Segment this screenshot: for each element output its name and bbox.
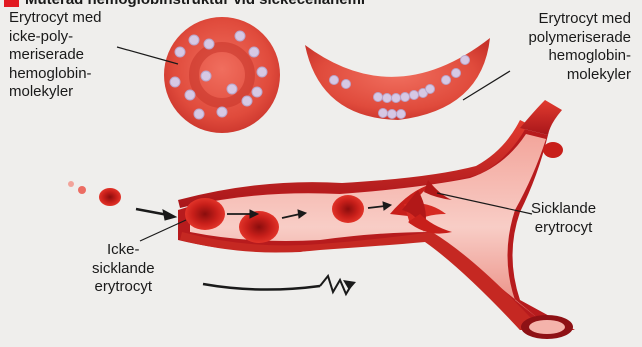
label-line: Erytrocyt med: [9, 9, 102, 28]
label-line: erytrocyt: [531, 219, 596, 238]
label-line: sicklande: [92, 260, 155, 279]
label-line: Icke-: [92, 241, 155, 260]
label-non-sickling: Icke- sicklande erytrocyt: [92, 241, 155, 297]
label-line: Sicklande: [531, 200, 596, 219]
label-line: hemoglobin-: [528, 47, 631, 66]
floating-cells: [68, 181, 121, 206]
label-line: erytrocyt: [92, 278, 155, 297]
label-line: hemoglobin-: [9, 65, 102, 84]
label-line: Erytrocyt med: [528, 10, 631, 29]
blood-vessel: [178, 100, 575, 339]
blocked-flow-arrow: [203, 276, 356, 294]
label-sickle-erythrocyte: Erytrocyt med polymeriserade hemoglobin-…: [528, 10, 631, 84]
label-normal-erythrocyte: Erytrocyt med icke-poly- meriserade hemo…: [9, 9, 102, 102]
label-sickling: Sicklande erytrocyt: [531, 200, 596, 237]
sickle-erythrocyte: [305, 38, 490, 120]
label-line: polymeriserade: [528, 29, 631, 48]
label-line: icke-poly-: [9, 28, 102, 47]
normal-erythrocyte: [164, 17, 280, 133]
label-line: molekyler: [528, 66, 631, 85]
label-line: molekyler: [9, 83, 102, 102]
label-line: meriserade: [9, 46, 102, 65]
